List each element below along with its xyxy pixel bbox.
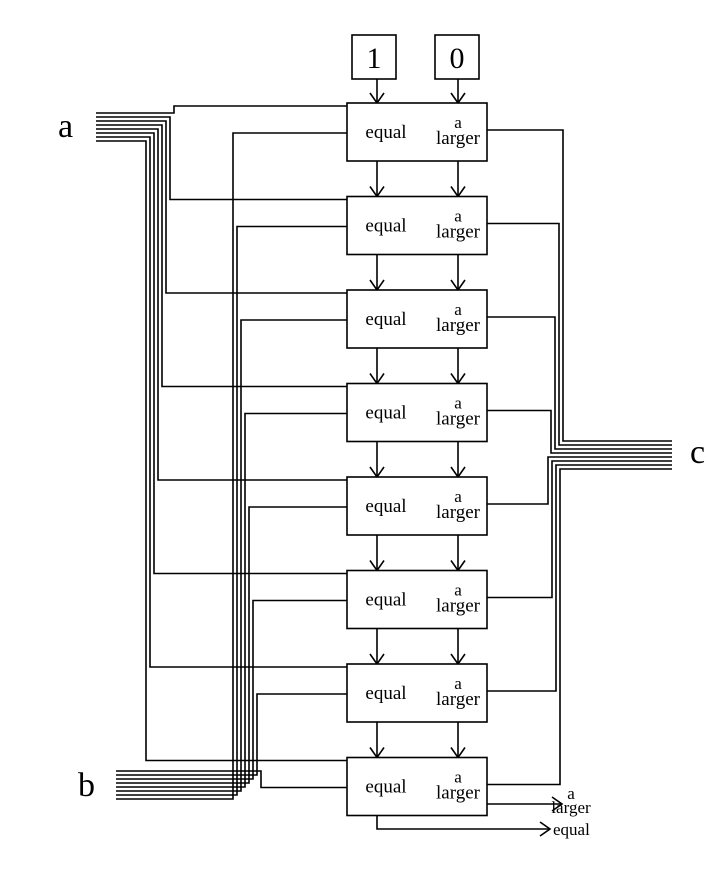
a-bus-wire: [96, 116, 347, 201]
cell-larger-bottom: larger: [436, 783, 481, 804]
cell-equal-label: equal: [365, 777, 406, 798]
comparator-cell: [346, 102, 488, 162]
comparator-cell: [346, 289, 488, 349]
arrow-output-equal: [539, 821, 552, 837]
b-bus-wire: [116, 319, 347, 792]
a-bus-wire: [96, 136, 347, 668]
cell-equal-label: equal: [365, 403, 406, 424]
a-larger-init-box: [434, 34, 480, 80]
cell-larger-top: a: [454, 768, 462, 787]
output-larger-bottom: larger: [551, 798, 591, 817]
c-bus-wire: [487, 222, 672, 446]
cell-larger-top: a: [454, 581, 462, 600]
a-bus-wire: [96, 120, 347, 294]
comparator-cell: [346, 382, 488, 443]
a-bus-wire: [96, 128, 347, 481]
b-bus-wire: [116, 412, 347, 788]
a-bus-wire: [96, 140, 347, 762]
cell-larger-bottom: larger: [436, 222, 481, 243]
cell-larger-bottom: larger: [436, 596, 481, 617]
output-equal: equal: [553, 820, 590, 839]
cell-equal-label: equal: [365, 496, 406, 517]
arrow-output-a-larger: [551, 796, 564, 812]
c-bus-wire: [487, 456, 672, 505]
cell-larger-bottom: larger: [436, 128, 481, 149]
c-bus-wire: [487, 409, 672, 454]
wire-layer: [96, 79, 672, 837]
a-bus-wire: [96, 124, 347, 388]
cell-equal-label: equal: [365, 590, 406, 611]
cell-larger-top: a: [454, 300, 462, 319]
b-bus-wire: [116, 132, 347, 800]
equal-init-value: 1: [367, 42, 382, 75]
c-bus-wire: [487, 460, 672, 599]
wire-output-equal: [376, 815, 550, 830]
c-bus-wire: [487, 129, 672, 442]
cell-larger-bottom: larger: [436, 689, 481, 710]
cell-larger-bottom: larger: [436, 409, 481, 430]
c-bus-wire: [487, 316, 672, 450]
b-bus-wire: [116, 770, 347, 789]
cell-equal-label: equal: [365, 122, 406, 143]
cell-larger-bottom: larger: [436, 502, 481, 523]
c-bus-wire: [487, 464, 672, 692]
a-bus-wire: [96, 132, 347, 575]
comparator-cell: [346, 195, 488, 256]
a-larger-init-value: 0: [450, 42, 465, 75]
cell-equal-label: equal: [365, 309, 406, 330]
cell-larger-top: a: [454, 674, 462, 693]
b-bus-wire: [116, 506, 347, 784]
bus-label-c: c: [690, 434, 705, 471]
cell-larger-bottom: larger: [436, 315, 481, 336]
b-bus-wire: [116, 693, 347, 776]
c-bus-wire: [487, 468, 672, 786]
comparator-cell: [346, 663, 488, 723]
comparator-cell: [346, 756, 488, 817]
cell-larger-top: a: [454, 113, 462, 132]
cell-larger-top: a: [454, 394, 462, 413]
b-bus-wire: [116, 225, 347, 796]
a-bus-wire: [96, 105, 347, 114]
comparator-cell: [346, 569, 488, 630]
cell-larger-top: a: [454, 207, 462, 226]
comparator-cell: [346, 476, 488, 536]
cell-larger-top: a: [454, 487, 462, 506]
bus-label-a: a: [58, 108, 73, 145]
cell-equal-label: equal: [365, 216, 406, 237]
b-bus-wire: [116, 599, 347, 780]
bus-label-b: b: [78, 767, 95, 804]
equal-init-box: [351, 34, 397, 80]
cell-equal-label: equal: [365, 683, 406, 704]
output-larger-top: a: [567, 784, 575, 803]
